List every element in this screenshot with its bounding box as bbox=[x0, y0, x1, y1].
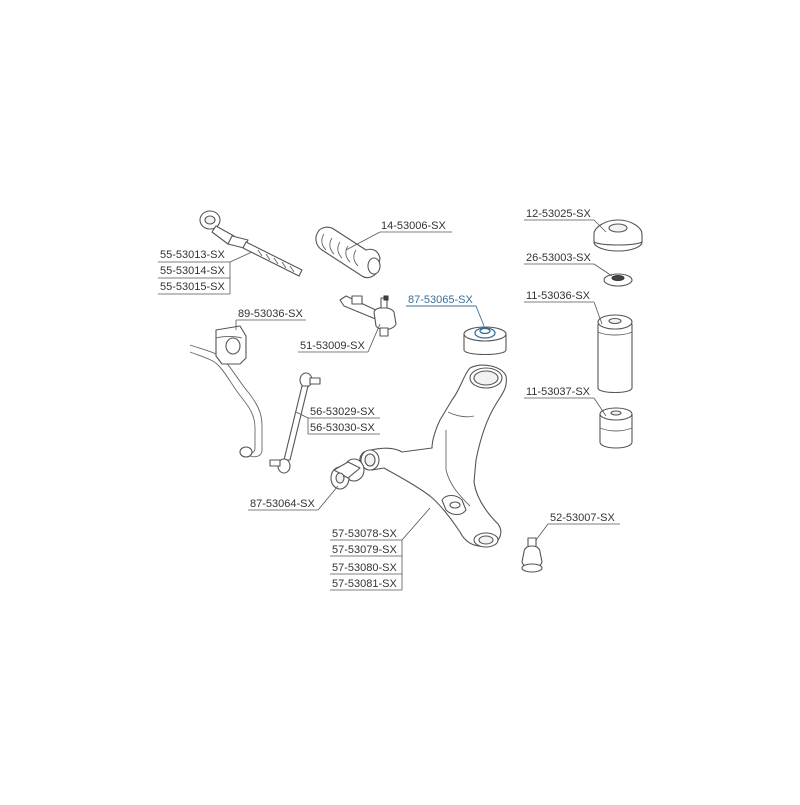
label-57-53081[interactable]: 57-53081-SX bbox=[332, 578, 397, 590]
lower-control-arm-drawing bbox=[359, 364, 507, 548]
label-57-53078[interactable]: 57-53078-SX bbox=[332, 528, 397, 540]
label-group-55-53013: 55-53013-SX 55-53014-SX 55-53015-SX bbox=[158, 249, 253, 295]
label-11-53036[interactable]: 11-53036-SX bbox=[526, 290, 591, 302]
tie-rod-end-drawing bbox=[339, 295, 397, 337]
label-12-53025[interactable]: 12-53025-SX bbox=[526, 208, 591, 220]
label-group-11-53036: 11-53036-SX bbox=[524, 290, 603, 325]
label-group-52-53007: 52-53007-SX bbox=[535, 512, 620, 541]
ball-joint-drawing bbox=[521, 537, 543, 573]
label-56-53030[interactable]: 56-53030-SX bbox=[310, 422, 375, 434]
label-11-53037[interactable]: 11-53037-SX bbox=[526, 386, 591, 398]
stabilizer-link-drawing bbox=[269, 372, 321, 474]
label-group-14-53006: 14-53006-SX bbox=[345, 220, 452, 251]
bushing-87-53065-drawing bbox=[463, 326, 507, 356]
label-55-53013[interactable]: 55-53013-SX bbox=[160, 249, 225, 261]
label-group-87-53064: 87-53064-SX bbox=[248, 485, 339, 511]
label-87-53065[interactable]: 87-53065-SX bbox=[408, 294, 473, 306]
label-group-87-53065: 87-53065-SX bbox=[406, 294, 485, 327]
label-55-53015[interactable]: 55-53015-SX bbox=[160, 281, 225, 293]
bushing-87-53064-drawing bbox=[330, 458, 365, 490]
inner-tie-rod-drawing bbox=[199, 210, 303, 277]
stabilizer-bushing-drawing bbox=[215, 325, 247, 365]
label-group-26-53003: 26-53003-SX bbox=[524, 252, 613, 277]
label-group-12-53025: 12-53025-SX bbox=[524, 208, 607, 233]
bump-stop-drawing bbox=[599, 407, 633, 449]
label-52-53007[interactable]: 52-53007-SX bbox=[550, 512, 615, 524]
label-group-89-53036: 89-53036-SX bbox=[235, 308, 306, 330]
label-26-53003[interactable]: 26-53003-SX bbox=[526, 252, 591, 264]
label-57-53079[interactable]: 57-53079-SX bbox=[332, 544, 397, 556]
strut-mount-drawing bbox=[593, 219, 643, 252]
label-14-53006[interactable]: 14-53006-SX bbox=[381, 220, 446, 232]
label-51-53009[interactable]: 51-53009-SX bbox=[300, 340, 365, 352]
stabilizer-end-eye bbox=[239, 446, 253, 458]
label-87-53064[interactable]: 87-53064-SX bbox=[250, 498, 315, 510]
label-56-53029[interactable]: 56-53029-SX bbox=[310, 406, 375, 418]
label-group-57-53078: 57-53078-SX 57-53079-SX 57-53080-SX 57-5… bbox=[330, 507, 431, 591]
strut-bearing-drawing bbox=[603, 273, 633, 287]
label-57-53080[interactable]: 57-53080-SX bbox=[332, 562, 397, 574]
steering-boot-drawing bbox=[315, 226, 381, 279]
label-55-53014[interactable]: 55-53014-SX bbox=[160, 265, 225, 277]
label-group-56-53029: 56-53029-SX 56-53030-SX bbox=[295, 406, 380, 435]
label-89-53036[interactable]: 89-53036-SX bbox=[238, 308, 303, 320]
label-group-11-53037: 11-53037-SX bbox=[524, 386, 607, 417]
label-group-51-53009: 51-53009-SX bbox=[298, 323, 381, 353]
dust-boot-drawing bbox=[597, 314, 633, 394]
